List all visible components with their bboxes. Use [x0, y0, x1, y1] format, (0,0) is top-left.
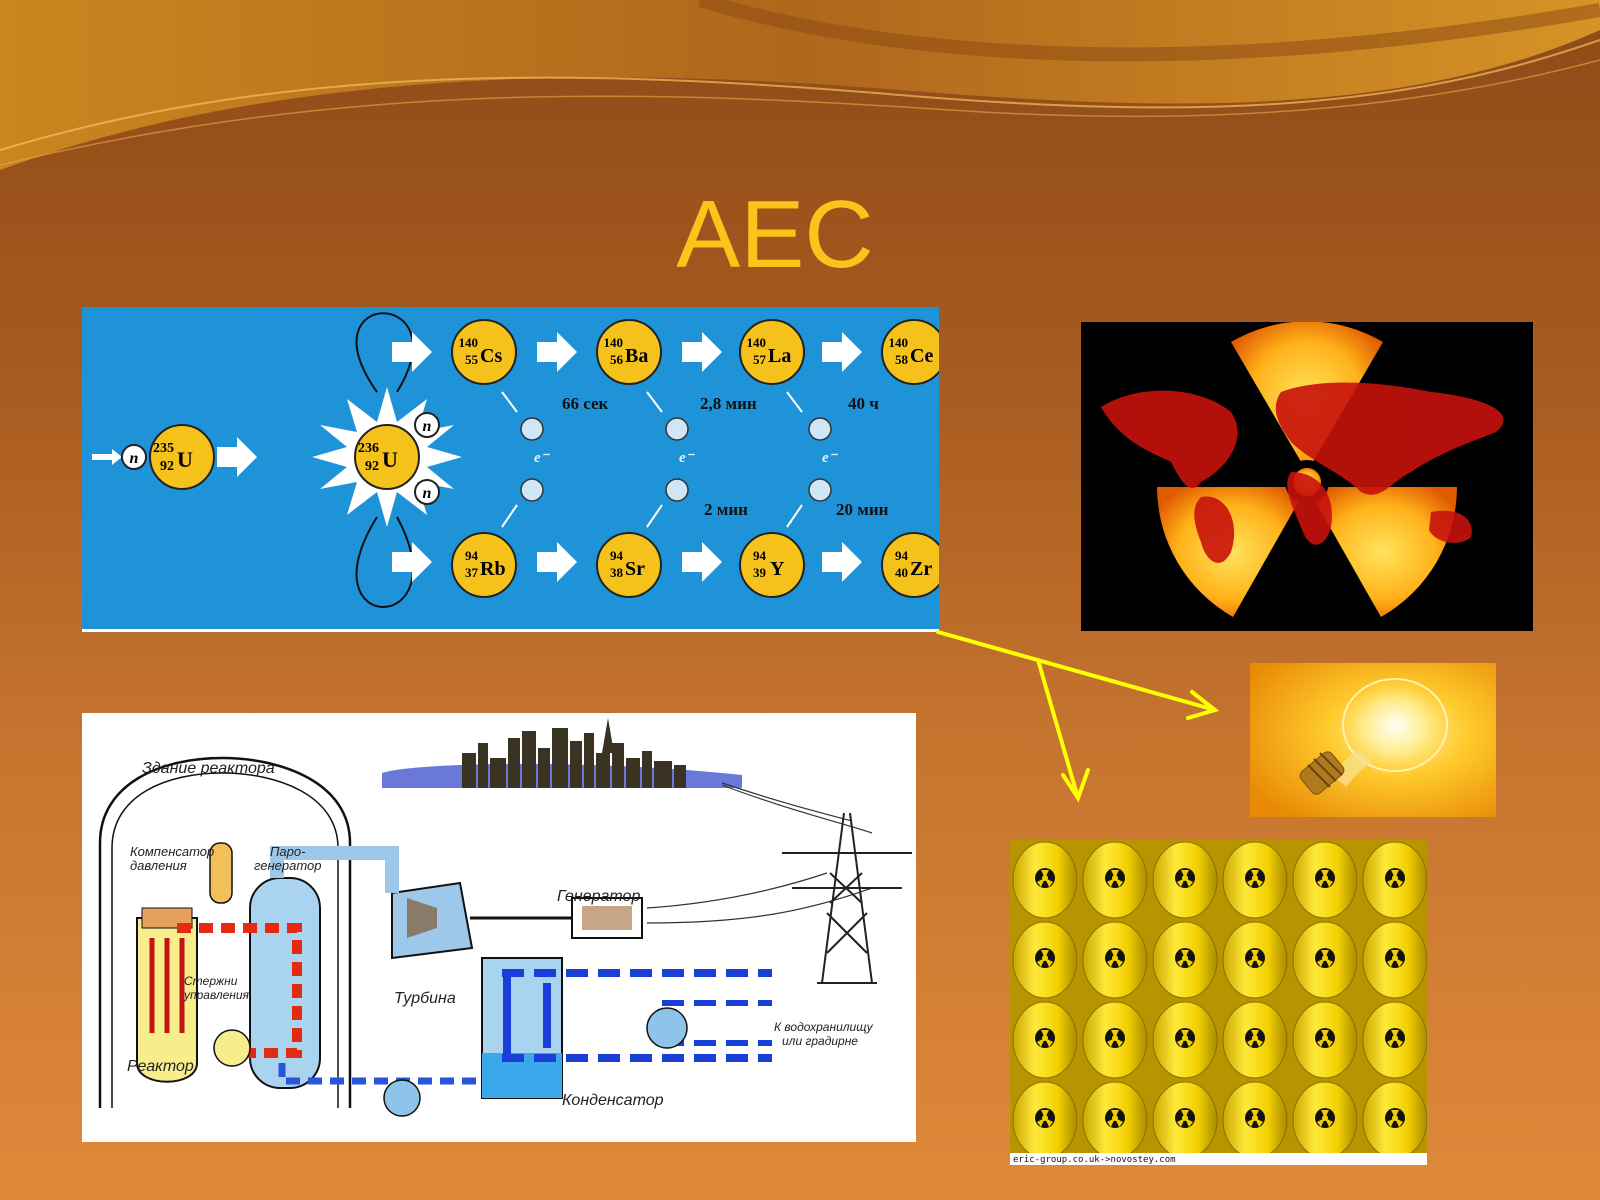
svg-text:давления: давления [130, 858, 187, 873]
header-wave [0, 0, 1600, 170]
svg-text:92: 92 [160, 459, 174, 474]
svg-text:e⁻: e⁻ [822, 450, 839, 466]
svg-text:U: U [177, 447, 193, 472]
svg-text:генератор: генератор [254, 858, 321, 873]
nucleus-la: 140 57 La [739, 319, 805, 385]
svg-text:e⁻: e⁻ [679, 450, 696, 466]
svg-text:92: 92 [365, 459, 379, 474]
svg-text:Ce: Ce [910, 345, 933, 367]
nucleus-cs: 140 55 Cs [451, 319, 517, 385]
nucleus-sr: 94 38 Sr [596, 532, 662, 598]
image-credit: eric-group.co.uk->novostey.com [1013, 1155, 1176, 1165]
svg-text:Ba: Ba [625, 345, 648, 367]
svg-text:La: La [768, 345, 791, 367]
svg-text:Cs: Cs [480, 345, 502, 367]
svg-text:39: 39 [753, 565, 767, 580]
svg-text:n: n [423, 418, 432, 435]
svg-text:Zr: Zr [910, 558, 932, 580]
label-condenser: Конденсатор [562, 1092, 664, 1109]
svg-text:235: 235 [153, 441, 174, 456]
nucleus-y: 94 39 Y [739, 532, 805, 598]
reactor-plant-diagram: Здание реактора Компенсатор давления Пар… [82, 713, 916, 1142]
svg-text:n: n [423, 485, 432, 502]
svg-text:40: 40 [895, 565, 908, 580]
svg-text:140: 140 [459, 335, 479, 350]
nucleus-rb: 94 37 Rb [451, 532, 517, 598]
svg-text:56: 56 [610, 352, 624, 367]
svg-text:Rb: Rb [480, 558, 506, 580]
label-reactor: Реактор [127, 1058, 194, 1075]
svg-text:94: 94 [895, 548, 909, 563]
svg-text:или градирне: или градирне [782, 1034, 858, 1048]
power-tower-icon [782, 812, 912, 984]
svg-text:94: 94 [610, 548, 624, 563]
svg-text:управления: управления [183, 988, 250, 1002]
barrels-radiation-icon [1010, 840, 1427, 1165]
svg-text:К водохранилищу: К водохранилищу [774, 1020, 874, 1034]
svg-text:140: 140 [604, 335, 624, 350]
svg-text:57: 57 [753, 352, 767, 367]
radioactive-barrels-image: eric-group.co.uk->novostey.com [1010, 840, 1427, 1165]
neutron-in: n [130, 450, 139, 467]
time-cs-ba: 66 сек [562, 394, 609, 413]
svg-text:U: U [382, 447, 398, 472]
svg-text:140: 140 [747, 335, 767, 350]
time-rb-sr: 2 мин [704, 500, 748, 519]
arrows [936, 630, 1220, 803]
time-la-ce: 40 ч [848, 394, 879, 413]
svg-text:236: 236 [358, 441, 379, 456]
svg-text:e⁻: e⁻ [534, 450, 551, 466]
svg-text:38: 38 [610, 565, 624, 580]
slide-title: AEC [676, 181, 874, 288]
svg-text:Стержни: Стержни [184, 974, 238, 988]
light-bulb-image [1250, 663, 1496, 817]
time-y-zr: 20 мин [836, 500, 889, 519]
time-ba-la: 2,8 мин [700, 394, 757, 413]
svg-text:37: 37 [465, 565, 479, 580]
svg-text:140: 140 [889, 335, 909, 350]
label-generator: Генератор [557, 888, 640, 905]
radiation-map-image [1081, 322, 1533, 631]
svg-text:Sr: Sr [625, 558, 645, 580]
world-map-icon [1101, 382, 1504, 563]
svg-text:58: 58 [895, 352, 909, 367]
light-bulb-icon [1299, 678, 1448, 795]
svg-text:94: 94 [753, 548, 767, 563]
fission-diagram: n 235 92 U 236 92 U n n 140 55 Cs 140 56… [82, 307, 939, 632]
svg-text:55: 55 [465, 352, 479, 367]
svg-text:Паро-: Паро- [270, 844, 306, 859]
city-skyline-icon [462, 718, 686, 788]
label-turbine: Турбина [394, 990, 456, 1007]
nucleus-ce: 140 58 Ce [881, 319, 939, 385]
label-reactor-building: Здание реактора [142, 760, 275, 777]
svg-text:94: 94 [465, 548, 479, 563]
nucleus-ba: 140 56 Ba [596, 319, 662, 385]
svg-text:Компенсатор: Компенсатор [130, 844, 214, 859]
nucleus-zr: 94 40 Zr [881, 532, 939, 598]
svg-text:Y: Y [770, 558, 785, 580]
